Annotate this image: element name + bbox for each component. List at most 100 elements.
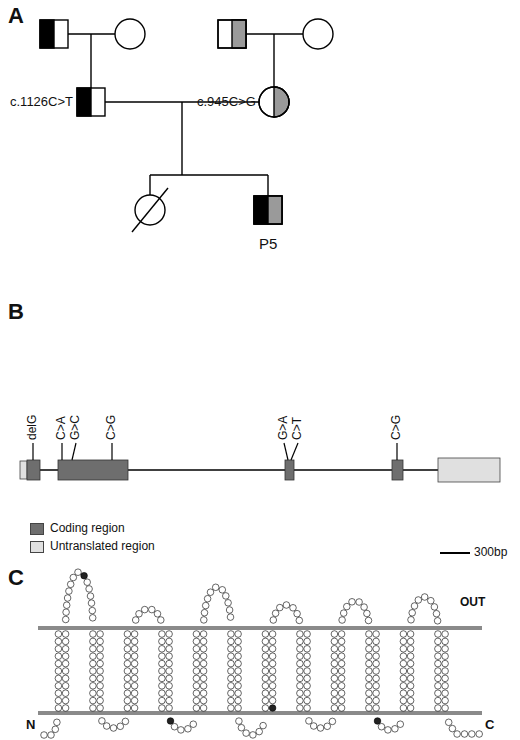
residue-circle [66, 588, 73, 595]
residue-circle [41, 732, 48, 739]
residue-circle [304, 690, 311, 697]
residue-circle [131, 705, 138, 712]
residue-circle [159, 638, 166, 645]
residue-circle [166, 646, 173, 653]
residue-circle [235, 683, 242, 690]
residue-circle [124, 675, 131, 682]
residue-circle [260, 722, 267, 729]
residue-circle [90, 638, 97, 645]
residue-circle [178, 727, 185, 734]
residue-circle [90, 660, 97, 667]
residue-circle [407, 646, 414, 653]
residue-circle [442, 646, 449, 653]
residue-circle [90, 690, 97, 697]
female-symbol [303, 19, 333, 49]
residue-circle [97, 668, 104, 675]
residue-circle [366, 683, 373, 690]
residue-circle [407, 697, 414, 704]
residue-circle [297, 653, 304, 660]
residue-circle [366, 675, 373, 682]
residue-circle [62, 690, 69, 697]
residue-circle [62, 653, 69, 660]
residue-circle [62, 675, 69, 682]
residue-circle [90, 653, 97, 660]
mutation-label: C>A [55, 416, 68, 440]
residue-circle [54, 719, 61, 726]
residue-circle [97, 646, 104, 653]
residue-circle [435, 638, 442, 645]
residue-circle [442, 705, 449, 712]
residue-circle [408, 617, 415, 624]
residue-circle [374, 718, 381, 725]
residue-circle [87, 593, 94, 600]
residue-circle [407, 638, 414, 645]
residue-circle [124, 646, 131, 653]
residue-circle [442, 690, 449, 697]
residue-circle [62, 646, 69, 653]
residue-circle [306, 718, 313, 725]
residue-circle [442, 683, 449, 690]
residue-circle [366, 653, 373, 660]
residue-circle [331, 653, 338, 660]
residue-circle [136, 611, 143, 618]
carrier-half [40, 20, 54, 48]
residue-circle [476, 731, 483, 738]
residue-circle [64, 595, 71, 602]
male-symbol [254, 196, 282, 224]
allele-half [254, 196, 268, 224]
residue-circle [166, 683, 173, 690]
residue-circle [331, 690, 338, 697]
residue-circle [269, 675, 276, 682]
residue-circle [397, 721, 404, 728]
residue-circle [131, 675, 138, 682]
residue-circle [269, 653, 276, 660]
residue-circle [63, 609, 70, 616]
residue-circle [250, 732, 257, 739]
residue-circle [304, 660, 311, 667]
residue-circle [331, 705, 338, 712]
residue-circle [97, 690, 104, 697]
female-symbol [115, 19, 145, 49]
female-symbol [259, 87, 289, 117]
residue-circle [272, 610, 279, 617]
residue-circle [90, 697, 97, 704]
residue-circle [269, 697, 276, 704]
residue-circle [122, 718, 129, 725]
residue-circle [461, 731, 468, 738]
residue-circle [290, 605, 297, 612]
residue-circle [297, 697, 304, 704]
residue-circle [338, 690, 345, 697]
residue-circle [124, 697, 131, 704]
residue-circle [269, 705, 276, 712]
residue-circle [166, 660, 173, 667]
residue-circle [435, 631, 442, 638]
residue-circle [373, 697, 380, 704]
residue-circle [124, 690, 131, 697]
residue-circle [331, 675, 338, 682]
residue-circle [262, 675, 269, 682]
residue-circle [365, 617, 372, 624]
membrane-band [38, 711, 482, 715]
residue-circle [166, 705, 173, 712]
residue-circle [200, 638, 207, 645]
residue-circle [366, 660, 373, 667]
residue-circle [97, 705, 104, 712]
carrier-half [274, 87, 289, 117]
residue-circle [331, 668, 338, 675]
legend-swatch [30, 541, 44, 553]
residue-circle [338, 653, 345, 660]
residue-circle [235, 653, 242, 660]
residue-circle [159, 697, 166, 704]
residue-circle [62, 631, 69, 638]
residue-circle [207, 589, 214, 596]
residue-circle [262, 697, 269, 704]
residue-circle [421, 594, 428, 601]
residue-circle [361, 604, 368, 611]
residue-circle [200, 697, 207, 704]
residue-circle [84, 579, 91, 586]
residue-circle [445, 719, 452, 726]
residue-circle [55, 683, 62, 690]
mutation-tick [284, 443, 288, 460]
mutation-label: G>A [277, 416, 290, 440]
residue-circle [400, 653, 407, 660]
